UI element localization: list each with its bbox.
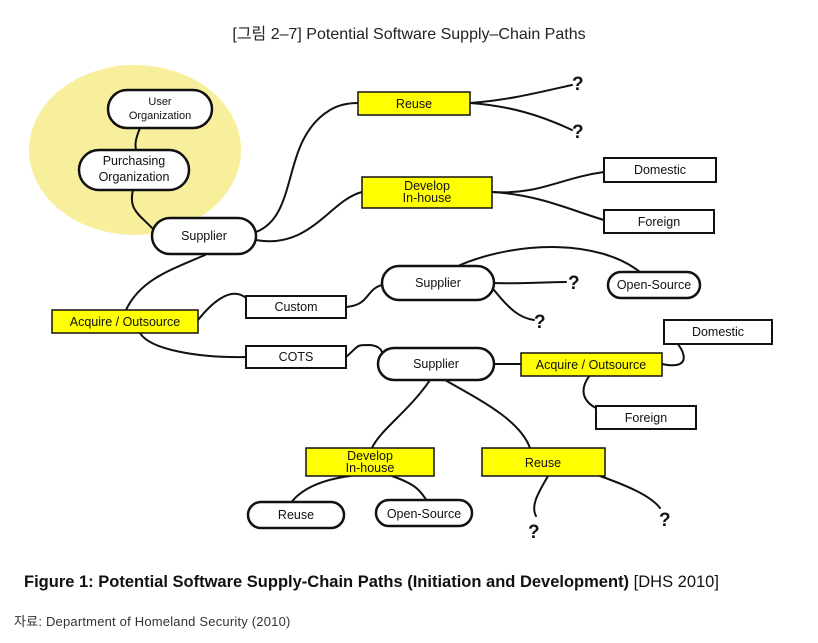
connector-lines xyxy=(125,84,685,517)
foreign-right-label: Foreign xyxy=(625,411,667,425)
foreign-top-label: Foreign xyxy=(638,215,680,229)
purchasing-line1: Purchasing xyxy=(103,154,166,168)
develop-top-line2: In-house xyxy=(403,191,452,205)
domestic-right-node xyxy=(663,319,773,345)
domestic-top-label: Domestic xyxy=(634,163,686,177)
reuse-top-label: Reuse xyxy=(396,97,432,111)
reuse-bottom-label: Reuse xyxy=(278,508,314,522)
question-mark-1: ? xyxy=(572,74,584,95)
figure-caption: Figure 1: Potential Software Supply-Chai… xyxy=(24,573,719,592)
figure-caption-ref: [DHS 2010] xyxy=(629,573,719,591)
reuse-low-node xyxy=(481,447,606,477)
question-mark-4: ? xyxy=(534,312,546,333)
develop-low-line2: In-house xyxy=(346,461,395,475)
cots-label: COTS xyxy=(279,350,314,364)
figure-source: 자료: Department of Homeland Security (201… xyxy=(14,614,291,629)
purchasing-line2: Organization xyxy=(99,170,170,184)
domestic-top-node xyxy=(603,157,717,183)
question-mark-5: ? xyxy=(528,522,540,543)
foreign-top-node xyxy=(603,209,715,234)
open-source-mid-node xyxy=(606,270,702,300)
develop-inhouse-top-node xyxy=(361,176,493,209)
develop-low-line1: Develop xyxy=(347,449,393,463)
foreign-right-node xyxy=(595,405,697,430)
supplier-mid-label: Supplier xyxy=(415,276,461,290)
acquire-right-label: Acquire / Outsource xyxy=(536,358,647,372)
reuse-top-node xyxy=(357,91,471,116)
figure-header-title: [그림 2–7] Potential Software Supply–Chain… xyxy=(232,26,586,43)
develop-top-line1: Develop xyxy=(404,179,450,193)
open-source-mid-label: Open-Source xyxy=(617,278,691,292)
supplier-low-label: Supplier xyxy=(413,357,459,371)
supplier-top-node xyxy=(150,216,258,256)
open-source-bottom-node xyxy=(374,498,474,528)
reuse-low-label: Reuse xyxy=(525,456,561,470)
acquire-outsource-right-node xyxy=(520,352,663,377)
supplier-low-node xyxy=(376,346,496,382)
question-mark-2: ? xyxy=(572,122,584,143)
supplier-mid-node xyxy=(380,264,496,302)
figure-caption-title: Figure 1: Potential Software Supply-Chai… xyxy=(24,573,630,591)
domestic-right-label: Domestic xyxy=(692,325,744,339)
acquire-outsource-left-node xyxy=(51,309,199,334)
user-org-line1: User xyxy=(148,96,172,108)
acquire-left-label: Acquire / Outsource xyxy=(70,315,181,329)
purchasing-organization-node xyxy=(77,148,191,192)
reuse-bottom-node xyxy=(246,500,346,530)
cots-node xyxy=(245,345,347,369)
supply-chain-diagram: User Organization Purchasing Organizatio… xyxy=(29,65,773,543)
question-mark-3: ? xyxy=(568,273,580,294)
question-mark-6: ? xyxy=(659,510,671,531)
custom-label: Custom xyxy=(274,300,317,314)
supplier-top-label: Supplier xyxy=(181,229,227,243)
user-org-line2: Organization xyxy=(129,110,191,122)
user-organization-node xyxy=(106,88,214,130)
custom-node xyxy=(245,295,347,319)
open-source-bottom-label: Open-Source xyxy=(387,507,461,521)
develop-inhouse-low-node xyxy=(305,447,435,477)
